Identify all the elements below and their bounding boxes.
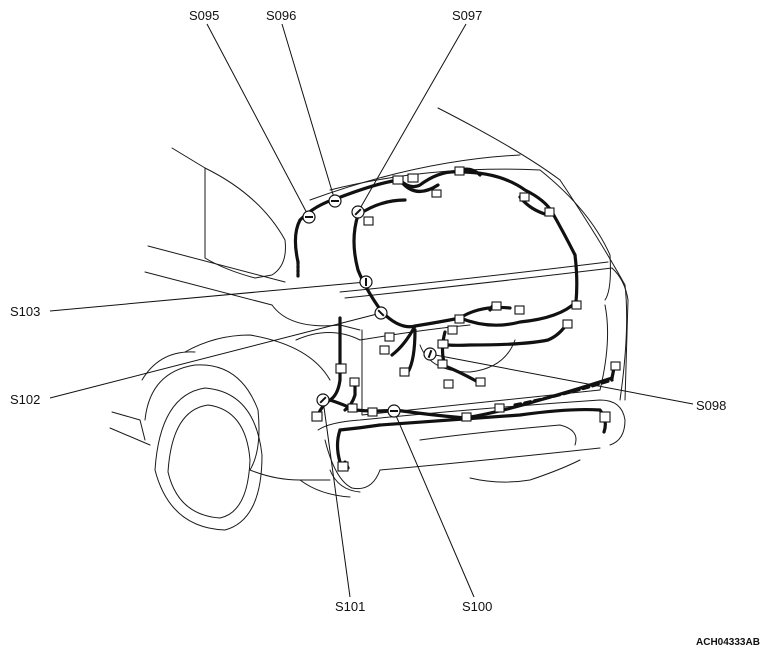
connectors [311, 166, 621, 472]
connector [399, 367, 410, 377]
connector [379, 345, 390, 355]
splice-s102-icon [374, 306, 388, 320]
splice-s096-icon [328, 194, 342, 208]
connector [367, 407, 378, 417]
connector [562, 319, 573, 329]
splices [302, 194, 437, 418]
labels: S095 S096 S097 S103 S102 S098 S101 S100 … [10, 8, 760, 648]
connector [610, 361, 621, 371]
leader-lines [49, 23, 694, 598]
label-s098: S098 [696, 398, 726, 413]
splice-s100-icon [387, 404, 401, 418]
connector [454, 166, 465, 176]
label-s097: S097 [452, 8, 482, 23]
connector [335, 363, 347, 374]
connector [437, 339, 449, 349]
vehicle-body [109, 107, 629, 531]
label-s100: S100 [462, 599, 492, 614]
connector [544, 207, 555, 217]
splice-s095-icon [302, 210, 316, 224]
connector [384, 332, 395, 342]
connector [311, 411, 323, 422]
connector [337, 461, 349, 472]
connector [347, 403, 358, 413]
label-s095: S095 [189, 8, 219, 23]
connector [392, 175, 404, 185]
connector [514, 305, 525, 315]
connector [475, 377, 486, 387]
connector [363, 216, 374, 226]
splice-s097-icon [351, 205, 365, 219]
label-s103: S103 [10, 304, 40, 319]
connector [431, 189, 442, 198]
connector [461, 412, 472, 422]
splice-s101-icon [316, 393, 330, 407]
label-s101: S101 [335, 599, 365, 614]
figure-code: ACH04333AB [696, 637, 760, 648]
connector [599, 411, 611, 423]
connector [454, 314, 465, 324]
label-s102: S102 [10, 392, 40, 407]
connector [443, 379, 454, 389]
splice-s098-icon [423, 347, 437, 361]
splice-s103-icon [359, 275, 373, 289]
connector [491, 301, 502, 311]
connector [571, 300, 582, 310]
connector [407, 173, 419, 183]
connector [519, 192, 530, 202]
connector [447, 325, 458, 335]
connector [494, 403, 505, 413]
connector [349, 377, 360, 387]
connector [437, 359, 448, 369]
label-s096: S096 [266, 8, 296, 23]
